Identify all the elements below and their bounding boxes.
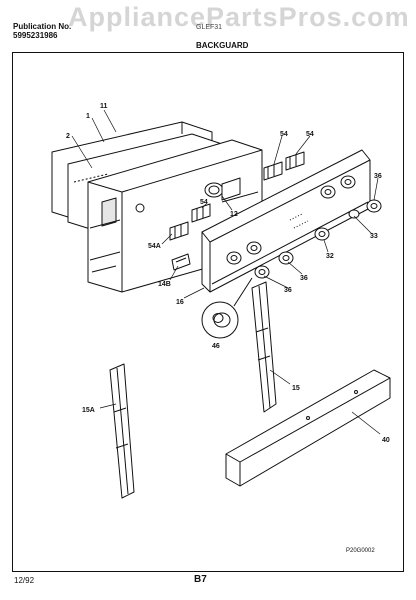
callout-33: 33 bbox=[370, 233, 378, 240]
callout-32: 32 bbox=[326, 253, 334, 260]
callout-12: 12 bbox=[230, 211, 238, 218]
part-54-switches bbox=[263, 151, 305, 181]
diagram-frame bbox=[12, 52, 404, 572]
watermark: AppliancePartsPros.com bbox=[68, 2, 410, 32]
footer-page-number: B7 bbox=[194, 574, 207, 585]
loose-knobs bbox=[254, 199, 382, 279]
callout-46: 46 bbox=[212, 343, 220, 350]
part-40-trim-bar bbox=[225, 369, 391, 487]
part-15A-side-trim bbox=[109, 363, 135, 499]
callout-11: 11 bbox=[100, 103, 108, 110]
callout-40: 40 bbox=[382, 437, 390, 444]
publication-number: 5995231986 bbox=[13, 31, 58, 40]
section-title: BACKGUARD bbox=[196, 41, 249, 50]
callout-36-b: 36 bbox=[300, 275, 308, 282]
callout-15A: 15A bbox=[82, 407, 95, 414]
callout-15: 15 bbox=[292, 385, 300, 392]
callout-54-c: 54 bbox=[200, 199, 208, 206]
exploded-parts-drawing: 11 1 2 54 54 36 12 54 33 54A 32 36 14B 3… bbox=[51, 103, 391, 554]
leader-lines bbox=[71, 109, 381, 435]
callout-14B: 14B bbox=[158, 281, 171, 288]
callout-54-b: 54 bbox=[306, 131, 314, 138]
callout-2: 2 bbox=[66, 133, 70, 140]
callout-1: 1 bbox=[86, 113, 90, 120]
footer-date: 12/92 bbox=[14, 576, 35, 585]
callout-36-c: 36 bbox=[284, 287, 292, 294]
part-46-knob-detail bbox=[201, 277, 253, 339]
model-number: GLEF31 bbox=[196, 24, 223, 31]
callout-36-a: 36 bbox=[374, 173, 382, 180]
panel-knob-group bbox=[226, 175, 356, 265]
part-12-timer bbox=[204, 177, 241, 201]
part-15-side-trim bbox=[251, 281, 277, 413]
callout-54A: 54A bbox=[148, 243, 161, 250]
figure-code: P20G0002 bbox=[346, 548, 375, 554]
part-14B-bracket bbox=[171, 253, 191, 271]
callout-54-a: 54 bbox=[280, 131, 288, 138]
publication-label: Publication No. bbox=[13, 22, 72, 31]
callout-16: 16 bbox=[176, 299, 184, 306]
